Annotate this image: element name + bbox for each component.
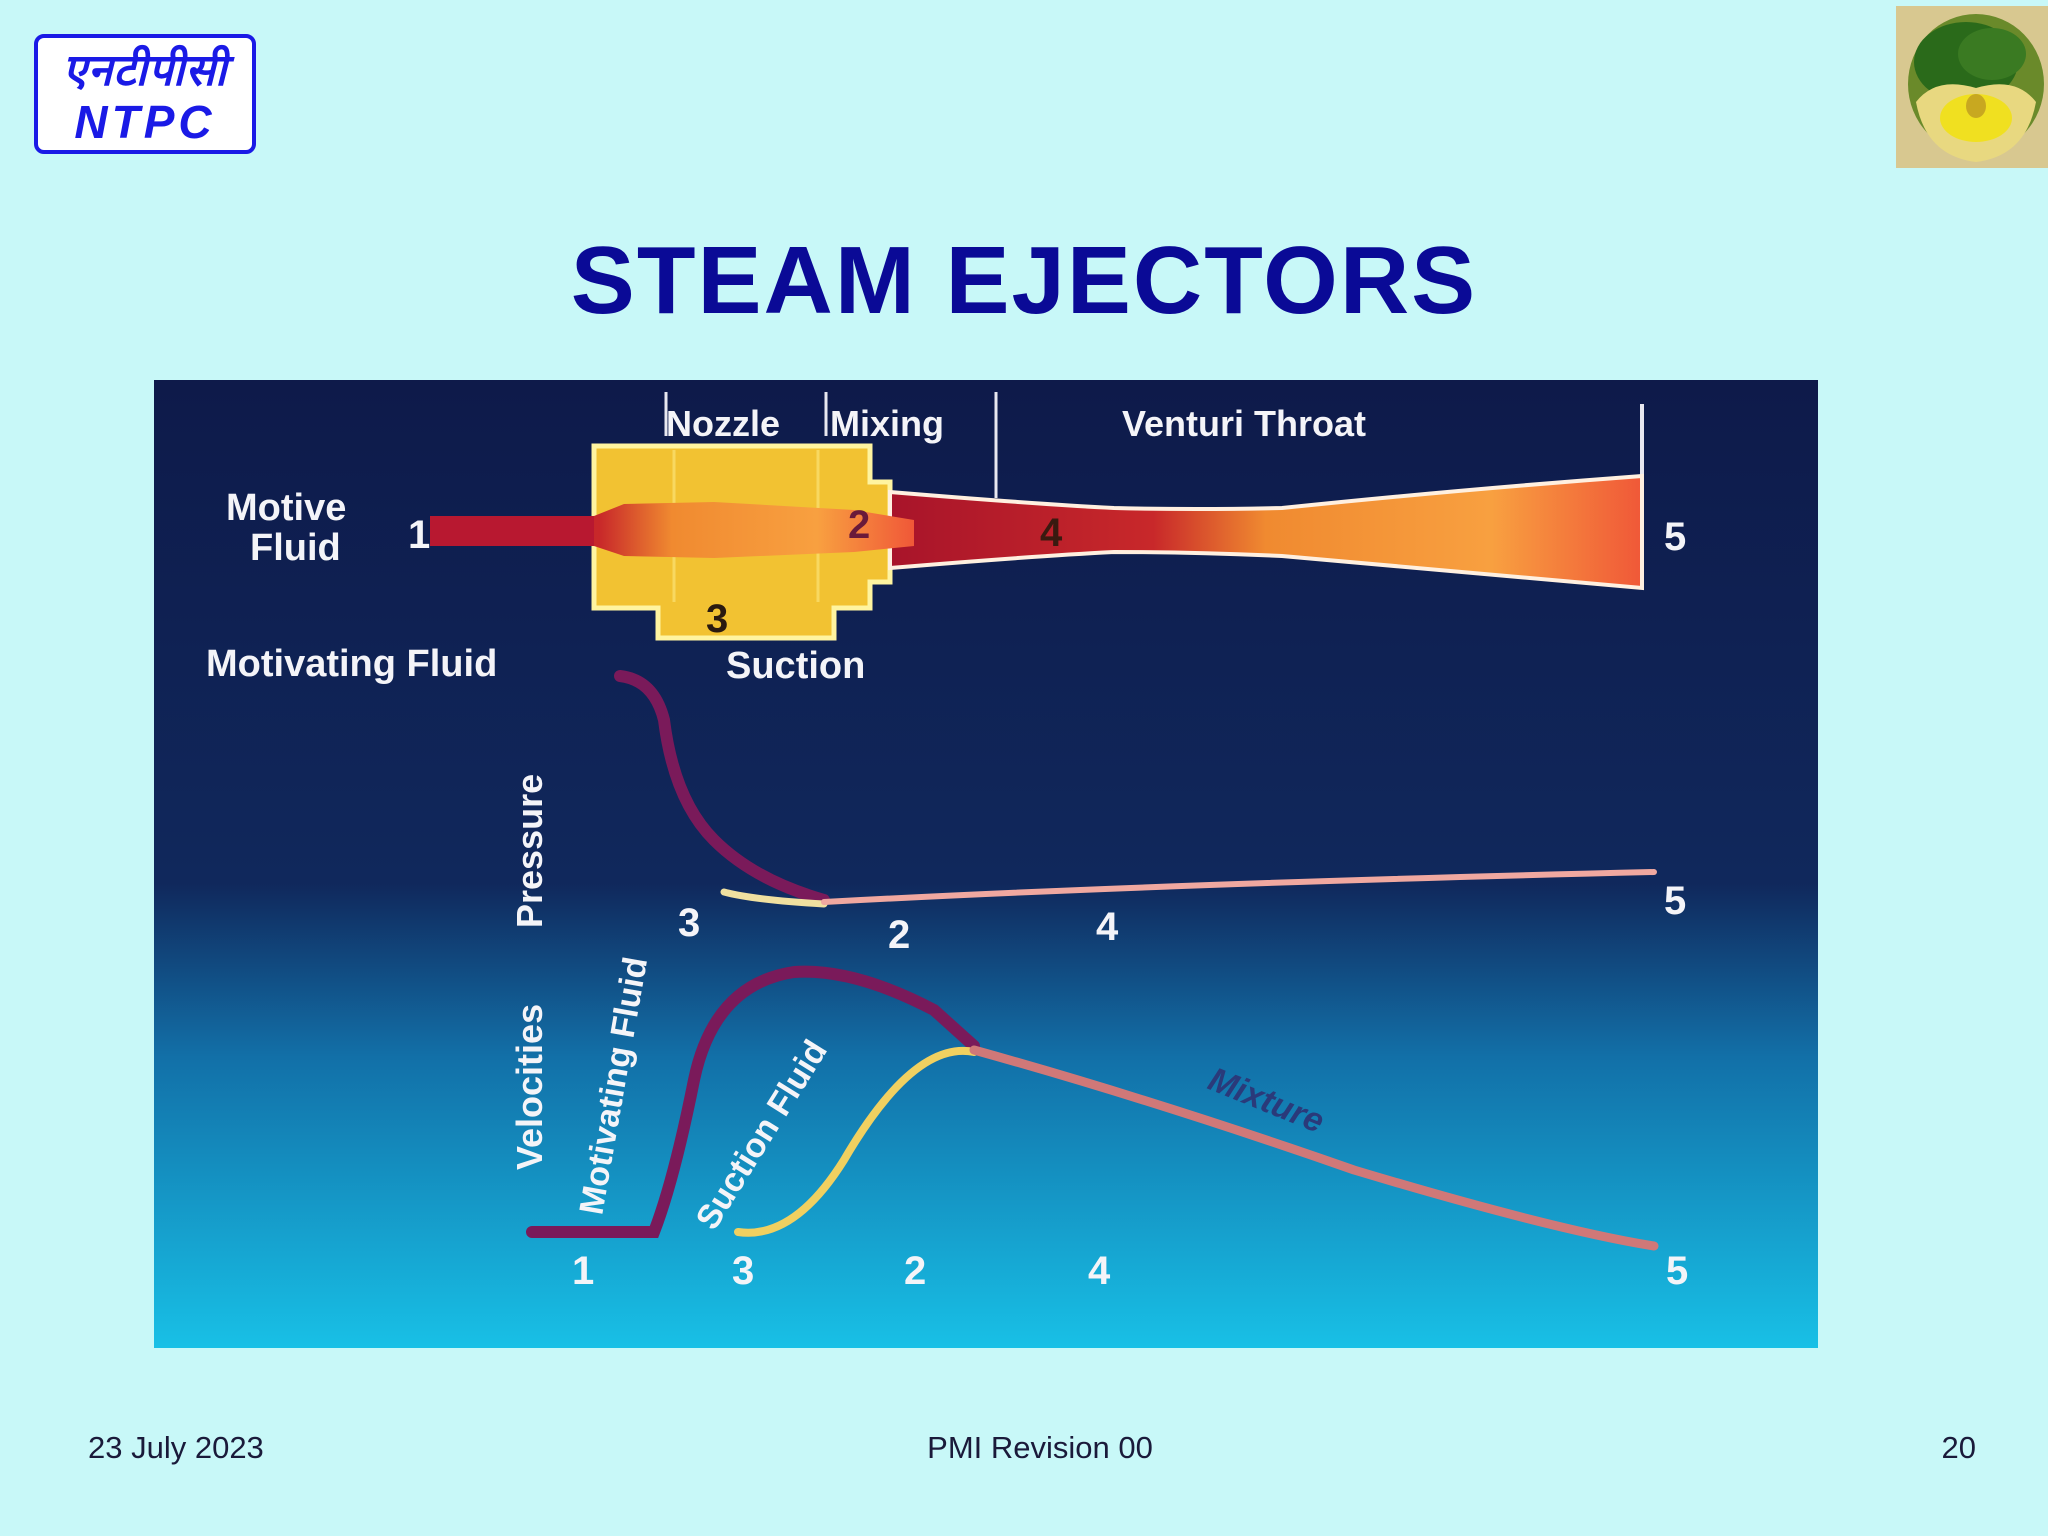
ntpc-logo-latin: NTPC	[74, 96, 216, 148]
ejector-point-4: 4	[1040, 511, 1063, 555]
axis-label-pressure: Pressure	[509, 774, 550, 928]
label-venturi-throat: Venturi Throat	[1122, 403, 1366, 444]
ejector-point-5: 5	[1664, 515, 1686, 559]
velocity-point-1: 1	[572, 1249, 594, 1293]
pressure-point-2: 2	[888, 913, 910, 957]
emblem-icon	[1896, 6, 2048, 168]
label-motivating-fluid: Motivating Fluid	[206, 643, 497, 685]
velocity-curve-motivating	[526, 965, 980, 1238]
footer-date: 23 July 2023	[88, 1430, 264, 1465]
ejector-point-1: 1	[408, 513, 430, 557]
pressure-point-4: 4	[1096, 905, 1119, 949]
label-mixing: Mixing	[830, 403, 944, 444]
ntpc-logo: एनटीपीसी NTPC	[34, 34, 256, 154]
pressure-curve-suction	[720, 888, 828, 908]
velocity-curve-suction	[734, 1046, 978, 1237]
ejector-diffuser	[888, 473, 1644, 591]
velocity-point-3: 3	[732, 1249, 754, 1293]
velocity-point-2: 2	[904, 1249, 926, 1293]
velocity-point-4: 4	[1088, 1249, 1111, 1293]
pressure-curve-motivating	[614, 670, 830, 906]
pressure-curve-mixture	[821, 869, 1657, 905]
axis-label-velocities: Velocities	[509, 1004, 550, 1170]
label-motive-fluid-line2: Fluid	[250, 527, 341, 569]
footer-revision: PMI Revision 00	[927, 1430, 1153, 1465]
velocity-curve-mixture	[969, 1045, 1659, 1251]
slide-title: STEAM EJECTORS	[570, 227, 1478, 334]
ntpc-logo-hindi: एनटीपीसी	[62, 46, 228, 95]
pressure-point-3: 3	[678, 901, 700, 945]
steam-ejector-diagram: Nozzle Mixing Venturi Throat Motive Flui…	[154, 380, 1818, 1348]
ejector-point-2: 2	[848, 503, 870, 547]
ejector-point-3: 3	[706, 597, 728, 641]
pressure-point-5: 5	[1664, 879, 1686, 923]
label-nozzle: Nozzle	[666, 403, 780, 444]
footer-page-number: 20	[1941, 1430, 1976, 1465]
label-suction: Suction	[726, 645, 865, 687]
label-motive-fluid-line1: Motive	[226, 487, 346, 529]
velocity-point-5: 5	[1666, 1249, 1688, 1293]
